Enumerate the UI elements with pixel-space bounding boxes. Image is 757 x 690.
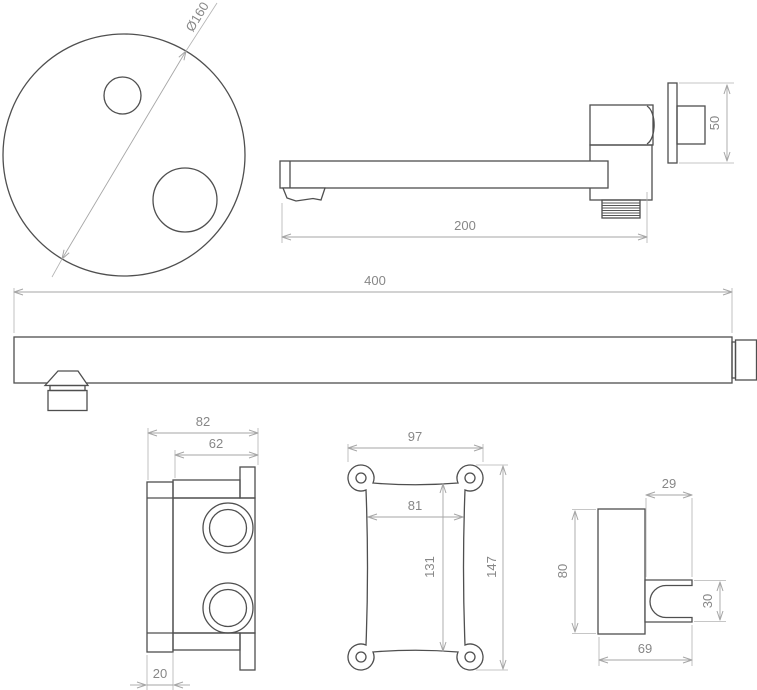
mounting-plate-figure: 97 81 131 147 (347, 429, 508, 671)
plate-inner-width-label: 81 (408, 498, 422, 513)
threaded-nipple (601, 199, 641, 219)
valve-upper-port-outer (202, 502, 254, 554)
plate-width-label: 97 (408, 429, 422, 444)
plate-hole-top-left (355, 472, 367, 484)
holder-clip-depth-dimension: 29 (646, 476, 692, 577)
long-arm (13, 336, 733, 384)
valve-width-dimension: 82 (148, 414, 258, 480)
holder-width-dimension: 69 (599, 625, 692, 666)
holder-clip (644, 579, 693, 623)
valve-upper-port-inner (208, 508, 248, 548)
spout-arm (279, 160, 609, 189)
spout-length-dimension: 200 (282, 192, 647, 243)
plate-hole-top-right (464, 472, 476, 484)
valve-width-label: 82 (196, 414, 210, 429)
holder-clip-height-label: 30 (700, 594, 715, 608)
long-spout-figure: 400 (13, 273, 757, 412)
plate-hole-bottom-right (464, 651, 476, 663)
wall-plate (667, 82, 678, 164)
spout-body-upper (589, 104, 654, 146)
plate-hole-bottom-left (355, 651, 367, 663)
valve-body-width-label: 62 (209, 436, 223, 451)
valve-lower-port-outer (202, 582, 254, 634)
valve-flange-depth-label: 20 (153, 666, 167, 681)
valve-body-figure: 82 62 20 (130, 414, 258, 690)
valve-upper-step (172, 479, 241, 499)
faceplate-large-hole (152, 167, 218, 233)
valve-lower-port-inner (208, 588, 248, 628)
valve-flange-depth-dimension: 20 (130, 653, 190, 690)
long-spout-length-dimension: 400 (14, 273, 732, 333)
long-arm-nozzle-nut (47, 389, 88, 412)
long-spout-length-label: 400 (364, 273, 386, 288)
faceplate-small-hole (103, 76, 142, 115)
holder-figure: 29 80 30 69 (555, 476, 726, 666)
spout-tip (282, 187, 326, 202)
holder-clip-depth-label: 29 (662, 476, 676, 491)
valve-lower-stub (239, 632, 256, 671)
plate-height-dimension: 147 (476, 464, 508, 671)
holder-height-label: 80 (555, 564, 570, 578)
faceplate-outline (2, 33, 246, 277)
plate-inner-height-label: 131 (422, 556, 437, 578)
faceplate-figure: Ø160 (2, 0, 246, 278)
wall-spout-figure: 50 200 (279, 82, 734, 243)
long-arm-nozzle-neck (49, 384, 86, 392)
spout-length-label: 200 (454, 218, 476, 233)
mounting-plate-outline (347, 464, 484, 671)
long-arm-nozzle-cone (43, 370, 90, 387)
plate-inner-height-dimension: 131 (422, 484, 443, 651)
thread-lines (602, 202, 640, 216)
valve-main-body (172, 497, 256, 634)
long-arm-connector (734, 339, 757, 381)
holder-width-label: 69 (638, 641, 652, 656)
wall-escutcheon (676, 105, 706, 145)
faceplate-diameter-label: Ø160 (183, 0, 212, 34)
plate-width-dimension: 97 (348, 429, 483, 462)
valve-body-width-dimension: 62 (175, 436, 258, 478)
spout-flange-height-label: 50 (707, 116, 722, 130)
plate-inner-width-dimension: 81 (368, 498, 463, 517)
holder-clip-height-dimension: 30 (694, 580, 726, 622)
faceplate-diameter-dimension: Ø160 (51, 0, 218, 278)
valve-flange-edge (146, 481, 174, 653)
valve-lower-step (172, 632, 241, 651)
plate-height-label: 147 (484, 556, 499, 578)
holder-base (597, 508, 646, 635)
valve-upper-stub (239, 466, 256, 499)
spout-body-arc (646, 105, 655, 145)
holder-height-dimension: 80 (555, 509, 596, 634)
spout-flange-height-dimension: 50 (679, 82, 734, 164)
